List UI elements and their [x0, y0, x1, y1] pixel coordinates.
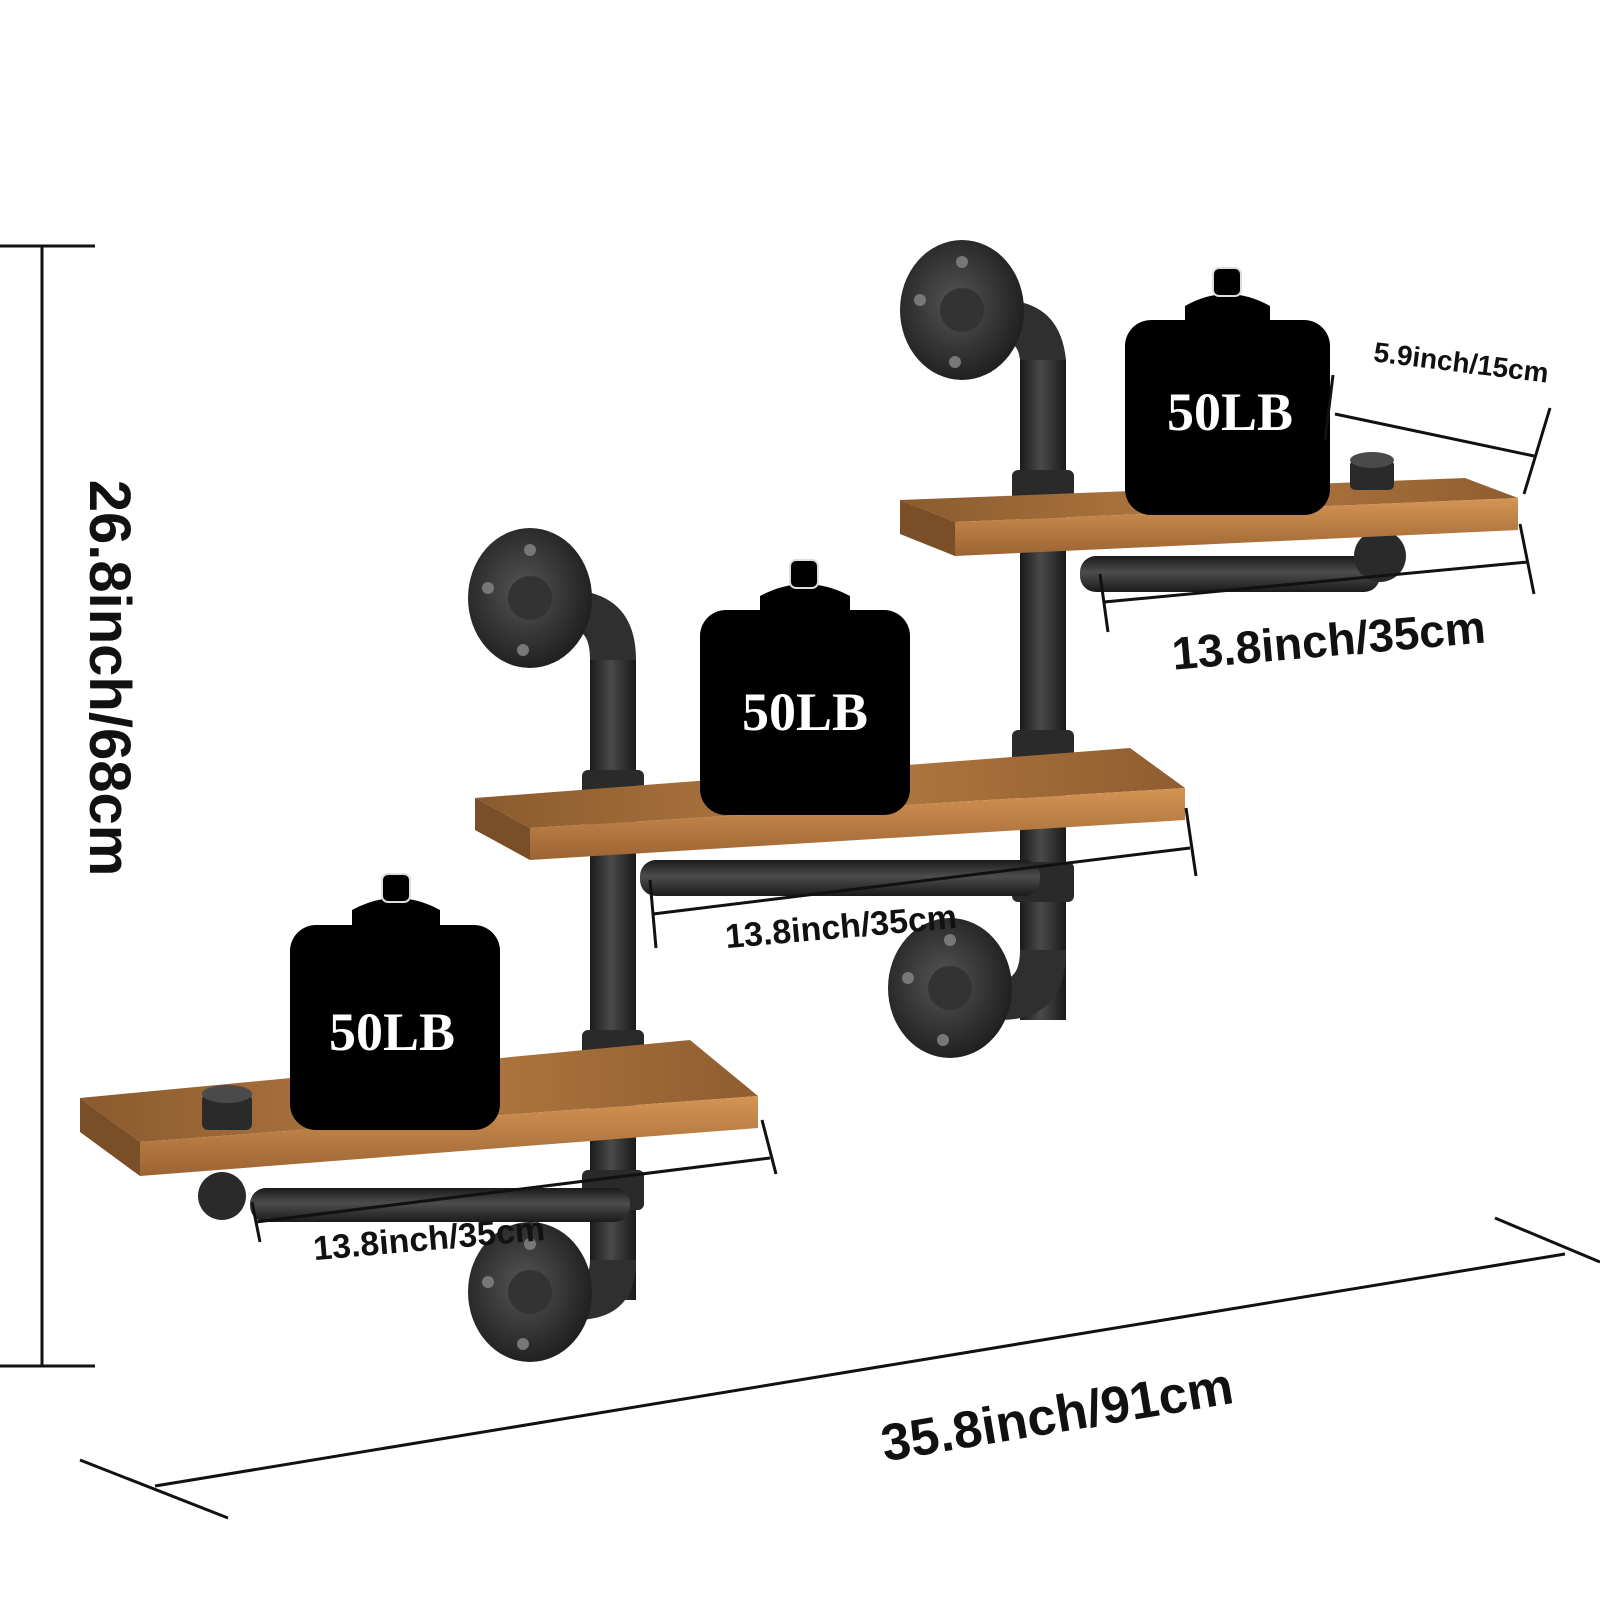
weight-label-middle: 50LB	[742, 682, 868, 742]
depth-dimension-top	[1323, 374, 1552, 495]
flange-middle	[468, 528, 592, 668]
weight-middle	[700, 559, 910, 815]
width-label: 35.8inch/91cm	[877, 1357, 1237, 1473]
weight-bottom	[290, 873, 500, 1130]
height-label: 26.8inch/68cm	[77, 480, 142, 877]
weight-label-bottom: 50LB	[329, 1002, 455, 1062]
flange-top	[900, 240, 1024, 380]
cap-top	[1350, 452, 1394, 490]
depth-label-top: 5.9inch/15cm	[1372, 336, 1550, 388]
length-dimension-bottom	[250, 1119, 778, 1243]
length-dimension-top	[1098, 523, 1536, 633]
weight-label-top: 50LB	[1167, 382, 1293, 442]
flange-lower-right	[888, 918, 1012, 1058]
flange-bottom	[468, 1222, 592, 1362]
length-dimension-middle	[648, 807, 1198, 949]
length-label-top: 13.8inch/35cm	[1170, 600, 1488, 679]
width-dimension	[79, 1216, 1600, 1520]
cap-bottom	[202, 1085, 252, 1130]
height-dimension	[0, 244, 95, 1368]
weight-top	[1125, 267, 1330, 515]
